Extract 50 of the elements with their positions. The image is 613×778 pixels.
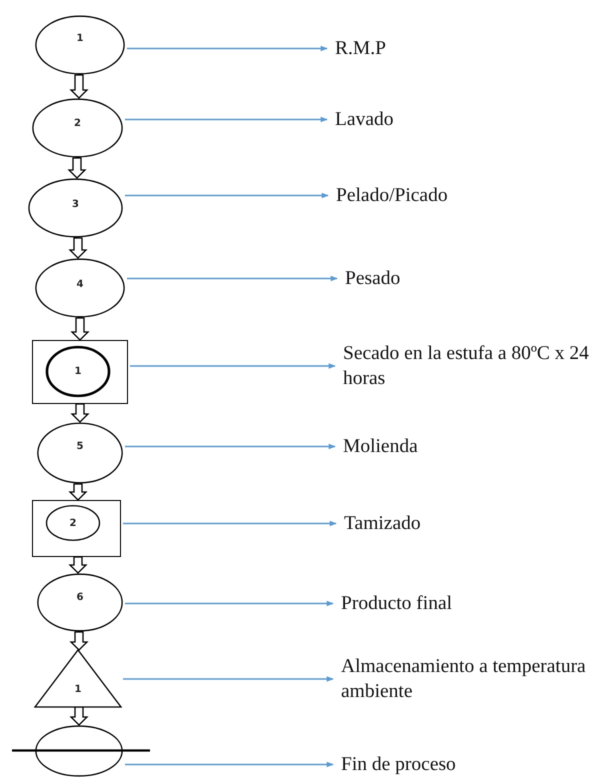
- operation-circle: [45, 345, 111, 398]
- operation-inspection-box: [32, 500, 121, 557]
- operation-circle: [37, 573, 123, 632]
- operation-circle: [32, 98, 123, 158]
- step-number: 2: [74, 118, 81, 128]
- step-label: Pesado: [345, 266, 400, 291]
- arrow: [127, 46, 328, 52]
- step-number: 4: [76, 278, 84, 290]
- block-arrow: [68, 556, 88, 574]
- block-arrow: [70, 317, 90, 341]
- operation-inspection-box: [32, 340, 128, 404]
- storage-triangle: [35, 650, 121, 707]
- operation-circle: [35, 258, 125, 318]
- step-number: 1: [74, 684, 82, 695]
- arrow: [125, 762, 334, 768]
- operation-circle: [35, 15, 125, 75]
- step-label: Producto final: [341, 591, 452, 616]
- arrow: [125, 600, 334, 606]
- step-number: 2: [70, 518, 76, 528]
- block-arrow: [68, 483, 88, 501]
- operation-circle: [46, 505, 100, 541]
- step-label: Pelado/Picado: [336, 183, 448, 208]
- step-label: Molienda: [343, 434, 418, 459]
- arrow: [127, 276, 338, 282]
- end-symbol: [35, 725, 123, 777]
- step-label: Secado en la estufa a 80ºC x 24 horas: [343, 341, 605, 391]
- block-arrow: [69, 631, 89, 651]
- step-label: Lavado: [335, 107, 394, 132]
- block-arrow: [69, 706, 89, 726]
- arrow: [123, 676, 334, 682]
- arrow: [130, 363, 336, 369]
- block-arrow: [70, 403, 90, 423]
- arrow: [125, 444, 336, 450]
- step-number: 3: [72, 198, 79, 210]
- arrow: [125, 192, 329, 198]
- operation-circle: [37, 422, 123, 484]
- step-label: R.M.P: [335, 36, 386, 61]
- step-label: Tamizado: [344, 511, 421, 536]
- arrow: [123, 520, 337, 526]
- step-number: 6: [76, 592, 84, 603]
- operation-circle: [28, 178, 123, 238]
- step-number: 1: [74, 366, 82, 377]
- block-arrow: [68, 237, 88, 259]
- block-arrow: [67, 157, 87, 179]
- step-number: 1: [76, 32, 84, 44]
- step-label: Almacenamiento a temperatura ambiente: [341, 654, 613, 704]
- step-label: Fin de proceso: [341, 752, 456, 777]
- arrow: [125, 116, 328, 122]
- block-arrow: [69, 74, 89, 99]
- step-number: 5: [76, 440, 84, 452]
